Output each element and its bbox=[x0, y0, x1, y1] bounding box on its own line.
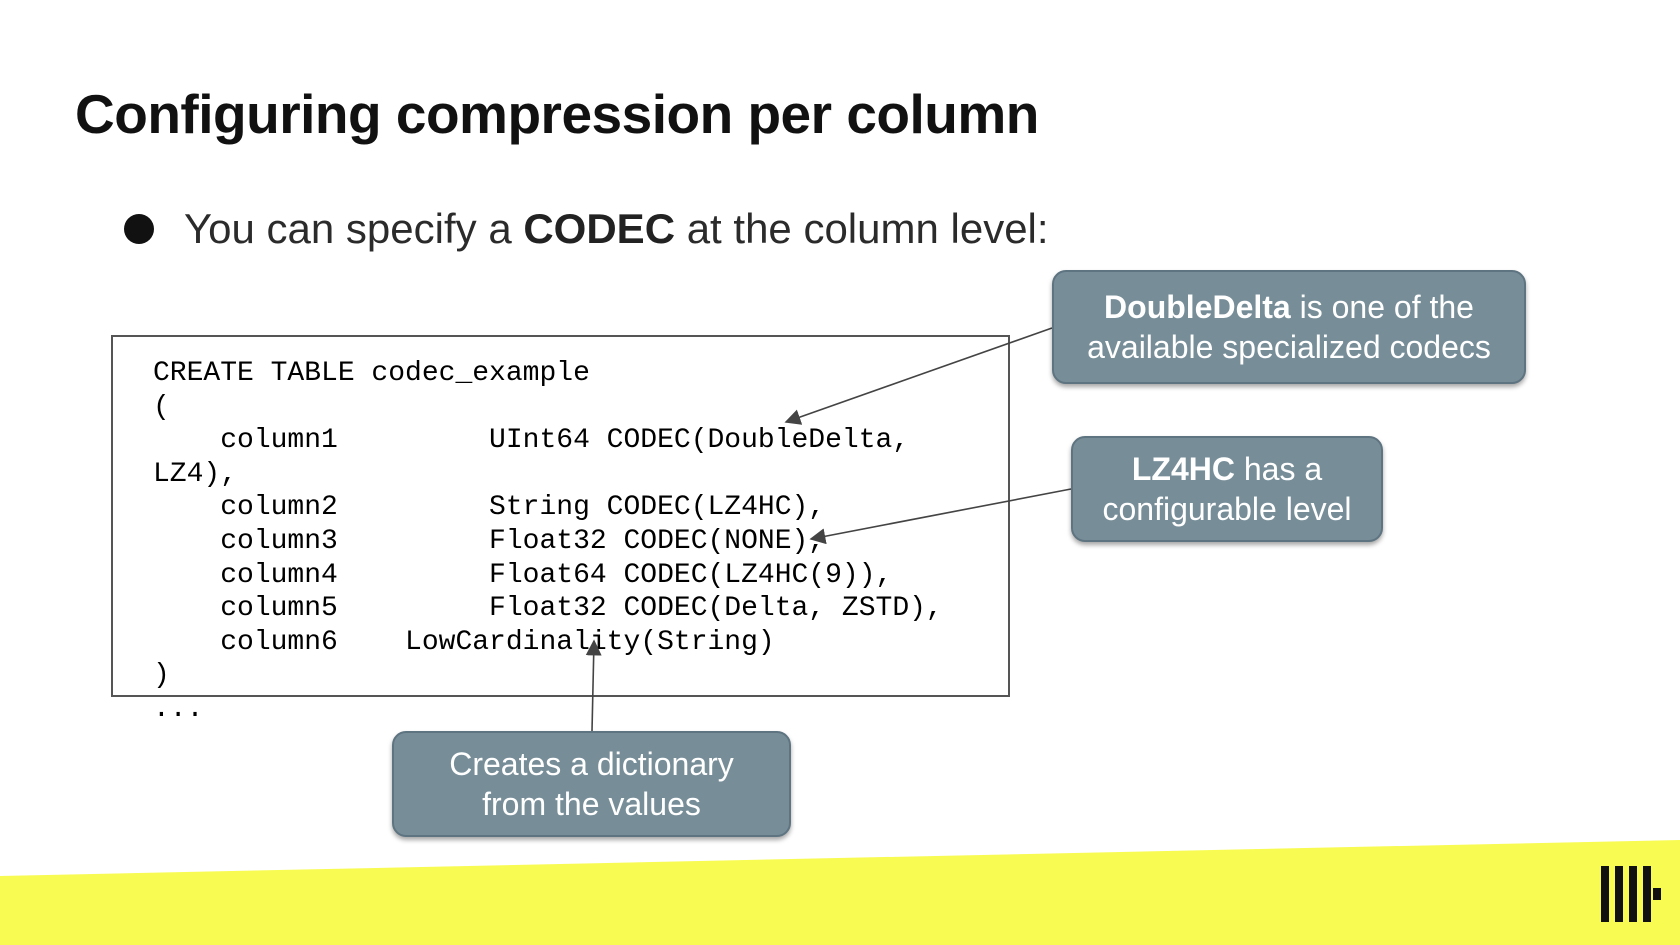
code-line: ... bbox=[153, 693, 204, 725]
bullet-text-emphasis: CODEC bbox=[523, 205, 676, 252]
bullet-dot-icon bbox=[124, 214, 154, 244]
callout-lz4hc-line2: configurable level bbox=[1102, 491, 1352, 527]
slide-title: Configuring compression per column bbox=[75, 83, 1039, 145]
code-line: ( bbox=[153, 391, 170, 423]
code-line: column5 Float32 CODEC(Delta, ZSTD), bbox=[153, 593, 943, 625]
code-line: column2 String CODEC(LZ4HC), bbox=[153, 492, 826, 524]
bullet-text-suffix: at the column level: bbox=[675, 205, 1049, 252]
bullet-text-prefix: You can specify a bbox=[184, 205, 524, 252]
logo-bar bbox=[1601, 866, 1609, 922]
bullet-text: You can specify a CODEC at the column le… bbox=[184, 205, 1049, 253]
code-line: column4 Float64 CODEC(LZ4HC(9)), bbox=[153, 559, 893, 591]
logo-bar bbox=[1629, 866, 1637, 922]
code-line: LZ4), bbox=[153, 458, 238, 490]
callout-lz4hc: LZ4HC has a configurable level bbox=[1071, 436, 1383, 542]
footer-band-shape bbox=[0, 840, 1680, 945]
callout-lowcardinality-line1: Creates a dictionary bbox=[449, 746, 734, 782]
code-block: CREATE TABLE codec_example ( column1 UIn… bbox=[153, 357, 943, 727]
logo-dot bbox=[1653, 888, 1661, 900]
code-line: CREATE TABLE codec_example bbox=[153, 358, 590, 389]
callout-doubledelta-line2: available specialized codecs bbox=[1087, 329, 1491, 365]
callout-doubledelta: DoubleDelta is one of the available spec… bbox=[1052, 270, 1526, 384]
code-line: ) bbox=[153, 660, 170, 692]
callout-doubledelta-line1: is one of the bbox=[1290, 289, 1474, 325]
code-line: column3 Float32 CODEC(NONE), bbox=[153, 525, 826, 557]
callout-lowcardinality: Creates a dictionary from the values bbox=[392, 731, 791, 837]
bullet-item: You can specify a CODEC at the column le… bbox=[124, 205, 1049, 253]
callout-lz4hc-bold: LZ4HC bbox=[1131, 451, 1235, 487]
clickhouse-logo-icon bbox=[1601, 866, 1661, 922]
code-line: column1 UInt64 CODEC(DoubleDelta, bbox=[153, 425, 910, 457]
logo-bar bbox=[1643, 866, 1651, 922]
callout-doubledelta-bold: DoubleDelta bbox=[1104, 289, 1291, 325]
callout-lowcardinality-line2: from the values bbox=[482, 786, 701, 822]
code-line: column6 LowCardinality(String) bbox=[153, 626, 775, 658]
logo-bar bbox=[1615, 866, 1623, 922]
callout-lz4hc-line1: has a bbox=[1234, 451, 1323, 487]
